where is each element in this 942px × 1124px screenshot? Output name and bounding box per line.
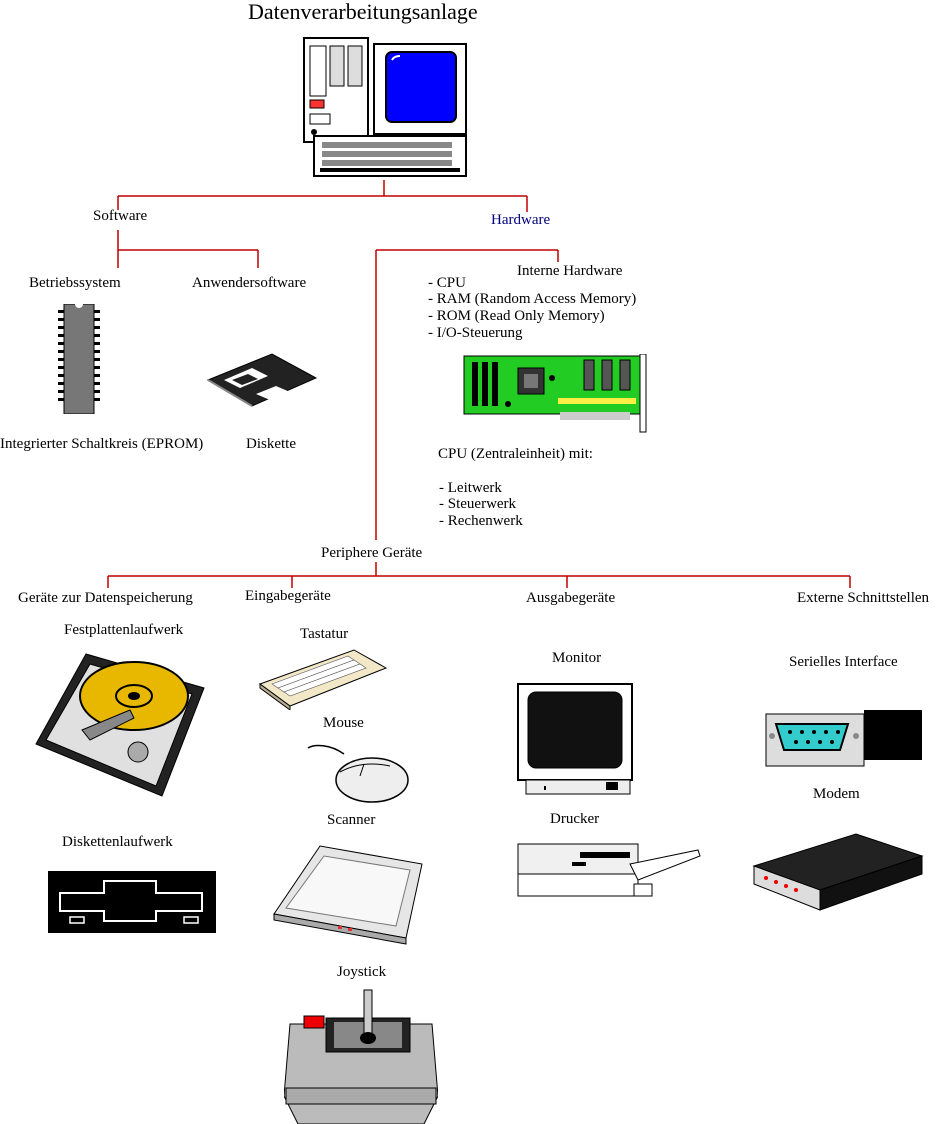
scanner-icon [273,845,423,945]
chip-caption: Integrierter Schaltkreis (EPROM) [0,436,204,452]
monitor-label: Monitor [552,650,602,666]
hardware-item: - RAM (Random Access Memory) [428,291,637,307]
joystick-icon [284,989,438,1124]
diskettenlaufwerk-label: Diskettenlaufwerk [62,834,173,850]
chip-icon [58,304,100,414]
modem-icon [752,833,924,911]
periphere-label: Periphere Geräte [321,545,423,561]
keyboard-icon [258,649,388,710]
hardware-item: - CPU [428,275,466,291]
ausgabe-label: Ausgabegeräte [526,590,616,606]
hardware-item: - I/O-Steuerung [428,325,523,341]
floppy-drive-icon [48,871,216,933]
joystick-label: Joystick [337,964,387,980]
hardware-label: Hardware [491,212,551,228]
cpu-item: - Leitwerk [439,480,502,496]
tastatur-label: Tastatur [300,626,349,642]
diagram-title: Datenverarbeitungsanlage [248,0,478,24]
cpu-heading: CPU (Zentraleinheit) mit: [438,446,593,462]
eingabe-label: Eingabegeräte [245,588,331,604]
speicher-label: Geräte zur Datenspeicherung [18,590,193,606]
diskette-icon [206,353,318,407]
computer-icon [303,37,467,177]
extern-label: Externe Schnittstellen [797,590,930,606]
festplatte-label: Festplattenlaufwerk [64,622,184,638]
monitor-icon [517,683,633,795]
hardware-item: - ROM (Read Only Memory) [428,308,605,324]
cpu-item: - Steuerwerk [439,496,517,512]
seriell-label: Serielles Interface [789,654,898,670]
anwendersoftware-label: Anwendersoftware [192,275,307,291]
disk-caption: Diskette [246,436,296,452]
betriebssystem-label: Betriebssystem [29,275,121,291]
software-label: Software [93,208,148,224]
mouse-label: Mouse [323,715,364,731]
scanner-label: Scanner [327,812,376,828]
printer-icon [517,843,701,897]
cpu-item: - Rechenwerk [439,513,523,529]
hard-disk-icon [35,653,205,797]
circuit-board-icon [463,354,647,433]
serial-connector-icon [765,710,922,767]
interne-hardware-label: Interne Hardware [517,263,623,279]
drucker-label: Drucker [550,811,600,827]
modem-label: Modem [813,786,860,802]
mouse-icon [307,744,409,803]
